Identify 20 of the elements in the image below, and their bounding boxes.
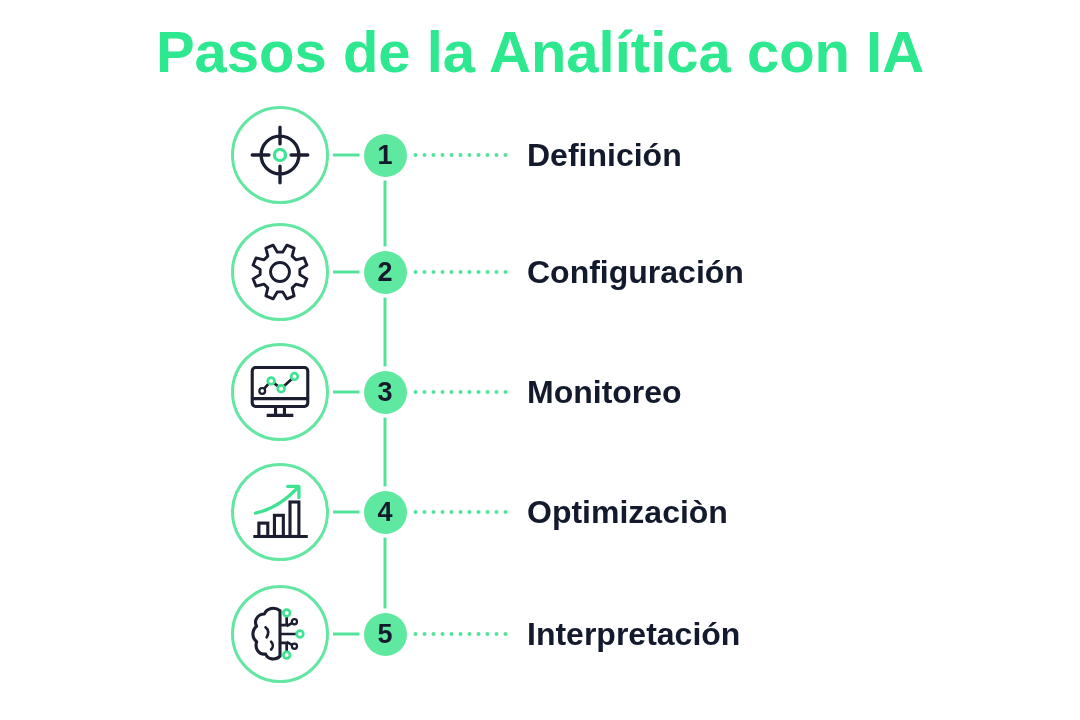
connector-line bbox=[333, 153, 360, 157]
connector-line bbox=[383, 537, 387, 609]
step-number: 2 bbox=[363, 250, 407, 294]
step-number: 3 bbox=[363, 370, 407, 414]
connector-line bbox=[333, 632, 360, 636]
step-label: Monitoreo bbox=[527, 373, 682, 411]
title: Pasos de la Analítica con IA bbox=[155, 20, 925, 84]
connector-line bbox=[383, 297, 387, 367]
step-label: Definición bbox=[527, 136, 682, 174]
step-number: 5 bbox=[363, 612, 407, 656]
connector-line bbox=[383, 417, 387, 487]
step-label: Optimizaciòn bbox=[527, 493, 728, 531]
step-number: 4 bbox=[363, 490, 407, 534]
connector-line bbox=[333, 390, 360, 394]
step-label: Configuración bbox=[527, 253, 744, 291]
connector-line bbox=[333, 510, 360, 514]
step-label: Interpretación bbox=[527, 615, 741, 653]
connector-line bbox=[333, 270, 360, 274]
step-number: 1 bbox=[363, 133, 407, 177]
connector-line bbox=[383, 180, 387, 247]
